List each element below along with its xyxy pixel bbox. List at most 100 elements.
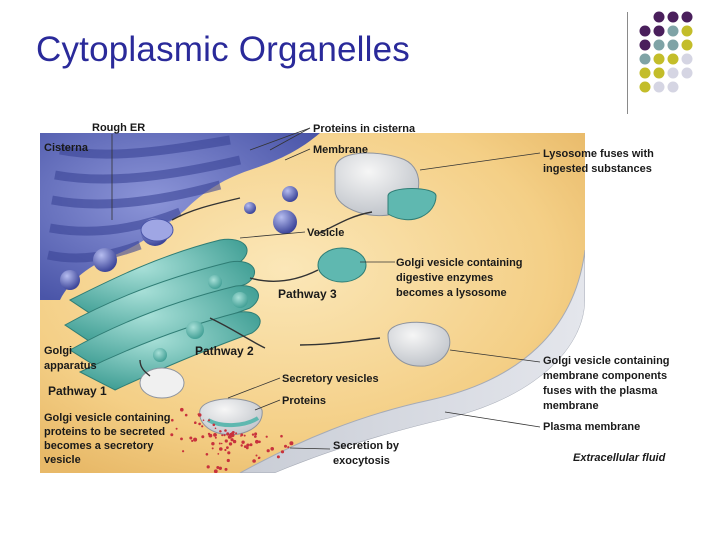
protein-particle (201, 435, 205, 439)
label-golgi-secretory-4: vesicle (44, 454, 81, 466)
rough-er (40, 133, 320, 300)
protein-particle (228, 442, 233, 446)
label-golgi-apparatus-2: apparatus (44, 360, 97, 372)
label-pathway-2: Pathway 2 (195, 344, 254, 358)
label-proteins: Proteins (282, 395, 326, 407)
protein-particle (258, 440, 261, 444)
label-lysosome-fuses-1: Lysosome fuses with (543, 148, 654, 160)
protein-particle (253, 435, 257, 438)
protein-particle (229, 433, 234, 438)
protein-particle (216, 466, 220, 469)
protein-particle (266, 449, 270, 453)
protein-particle (208, 433, 213, 438)
label-golgi-secretory-2: proteins to be secreted (44, 426, 165, 438)
protein-particle (251, 433, 255, 436)
label-vesicle: Vesicle (307, 227, 344, 239)
protein-particle (184, 413, 188, 417)
protein-particle (280, 434, 283, 438)
protein-particle (170, 433, 174, 437)
protein-particle (201, 425, 204, 428)
protein-particle (213, 433, 217, 437)
protein-particle (224, 448, 227, 452)
label-secretion-1: Secretion by (333, 440, 400, 452)
label-proteins-in-cisterna: Proteins in cisterna (313, 123, 416, 135)
protein-particle (232, 439, 237, 444)
protein-particle (226, 458, 230, 463)
digestive-vesicle (317, 247, 367, 283)
protein-particle (223, 434, 226, 437)
label-golgi-secretory-1: Golgi vesicle containing (44, 412, 171, 424)
protein-particle (189, 436, 193, 440)
protein-particle (207, 419, 211, 422)
protein-particle (213, 469, 218, 473)
label-plasma-membrane: Plasma membrane (543, 421, 640, 433)
label-cisterna: Cisterna (44, 142, 89, 154)
protein-particle (226, 433, 229, 436)
label-secretion-2: exocytosis (333, 455, 390, 467)
protein-particle (231, 432, 234, 434)
label-lysosome-fuses-2: ingested substances (543, 163, 652, 175)
label-pathway-3: Pathway 3 (278, 287, 337, 301)
protein-particle (220, 442, 223, 445)
slide-title: Cytoplasmic Organelles (36, 30, 410, 69)
protein-particle (212, 423, 216, 427)
plasma-membrane (239, 249, 585, 473)
decorative-divider (627, 12, 628, 114)
protein-particle (246, 444, 248, 447)
label-membrane: Membrane (313, 144, 368, 156)
protein-particle (197, 413, 200, 416)
protein-particle (243, 434, 246, 437)
protein-particle (214, 427, 217, 430)
protein-particle (191, 439, 194, 442)
secretory-vesicle-upper (139, 367, 185, 399)
protein-particle (284, 444, 287, 448)
label-golgi-digestive-1: Golgi vesicle containing (396, 257, 523, 269)
protein-particle (211, 447, 214, 450)
protein-particle (218, 466, 222, 470)
protein-particle (258, 456, 261, 459)
protein-particle (224, 439, 228, 443)
secretory-vesicle-lower (199, 398, 263, 436)
protein-particle (214, 436, 217, 439)
protein-particle (219, 447, 223, 451)
protein-particle (243, 445, 247, 448)
extracellular-space (275, 300, 585, 473)
protein-particle (240, 444, 243, 447)
diagram-labels: Rough ER Cisterna Proteins in cisterna M… (44, 122, 670, 467)
protein-particle (193, 437, 198, 442)
protein-particle (219, 430, 222, 433)
protein-particle (182, 450, 185, 453)
protein-particle (227, 451, 231, 455)
label-pathway-1: Pathway 1 (48, 384, 107, 398)
protein-particle (245, 446, 249, 450)
protein-particle (230, 438, 234, 442)
protein-particle (240, 433, 244, 437)
protein-particle (241, 440, 245, 444)
pathway-arrows (139, 197, 381, 377)
protein-particle (249, 443, 253, 447)
protein-particle (224, 429, 227, 432)
protein-particle (255, 439, 259, 444)
protein-particle (265, 435, 268, 438)
protein-particle (252, 459, 256, 463)
protein-particle (289, 441, 294, 446)
label-golgi-digestive-3: becomes a lysosome (396, 287, 507, 299)
membrane-vesicle (387, 321, 451, 367)
label-golgi-membrane-1: Golgi vesicle containing (543, 355, 670, 367)
protein-particle (171, 418, 174, 422)
secreted-proteins (170, 407, 294, 473)
protein-particle (224, 467, 228, 471)
protein-particle (287, 446, 290, 449)
protein-particle (194, 421, 197, 425)
transport-vesicle (140, 218, 174, 242)
lysosome-vesicle (334, 152, 437, 221)
protein-particle (235, 432, 238, 435)
protein-particle (226, 446, 229, 449)
protein-particle (270, 447, 275, 451)
label-golgi-digestive-2: digestive enzymes (396, 272, 493, 284)
golgi-apparatus (64, 238, 261, 391)
protein-particle (255, 454, 258, 457)
protein-particle (180, 437, 183, 441)
protein-particle (218, 442, 221, 445)
